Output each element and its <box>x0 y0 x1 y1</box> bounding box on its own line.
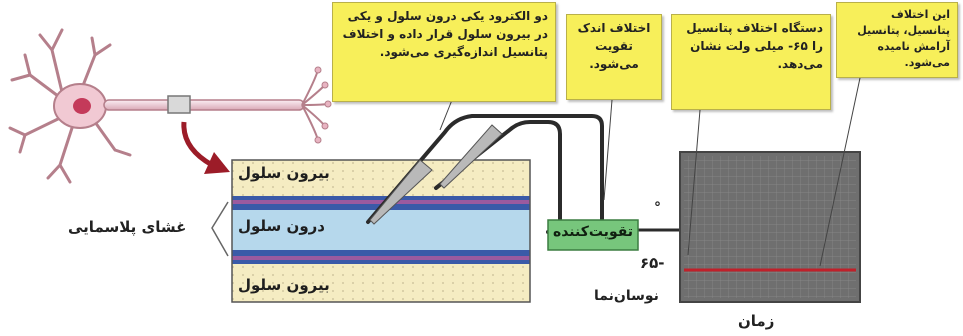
rest-callout: این اختلاف پتانسیل، پتانسیل آرامش نامیده… <box>836 2 958 78</box>
time-axis-label: زمان <box>738 312 775 330</box>
amplifier-label: تقویت‌کننده <box>552 224 634 240</box>
display-callout-text: دستگاه اختلاف پتانسیل را ۶۵- میلی ولت نش… <box>686 21 823 71</box>
electrodes <box>369 124 503 225</box>
outside-cell-top-label: بیرون سلول <box>238 164 330 182</box>
amplify-callout: اختلاف اندک تقویت می‌شود. <box>566 14 662 100</box>
oscilloscope <box>679 151 861 303</box>
membrane-brace <box>211 201 229 257</box>
oscilloscope-label: نوسان‌نما <box>594 288 659 304</box>
neuron <box>8 28 332 184</box>
scope-minus65-label: ۶۵- <box>640 254 665 272</box>
scope-zero-label: ° <box>654 200 661 216</box>
rest-callout-text: این اختلاف پتانسیل، پتانسیل آرامش نامیده… <box>857 8 950 69</box>
amplifier-box <box>547 219 639 251</box>
callout-pointers <box>439 77 861 267</box>
electrode-callout-text: دو الکترود یکی درون سلول و یکی در بیرون … <box>342 9 548 59</box>
amplify-callout-text: اختلاف اندک تقویت می‌شود. <box>577 21 651 71</box>
display-callout: دستگاه اختلاف پتانسیل را ۶۵- میلی ولت نش… <box>671 14 831 110</box>
inside-cell-label: درون سلول <box>238 217 325 235</box>
outside-cell-bottom-label: بیرون سلول <box>238 276 330 294</box>
electrode-callout: دو الکترود یکی درون سلول و یکی در بیرون … <box>332 2 556 102</box>
membrane-label: غشای پلاسمایی <box>68 218 187 236</box>
